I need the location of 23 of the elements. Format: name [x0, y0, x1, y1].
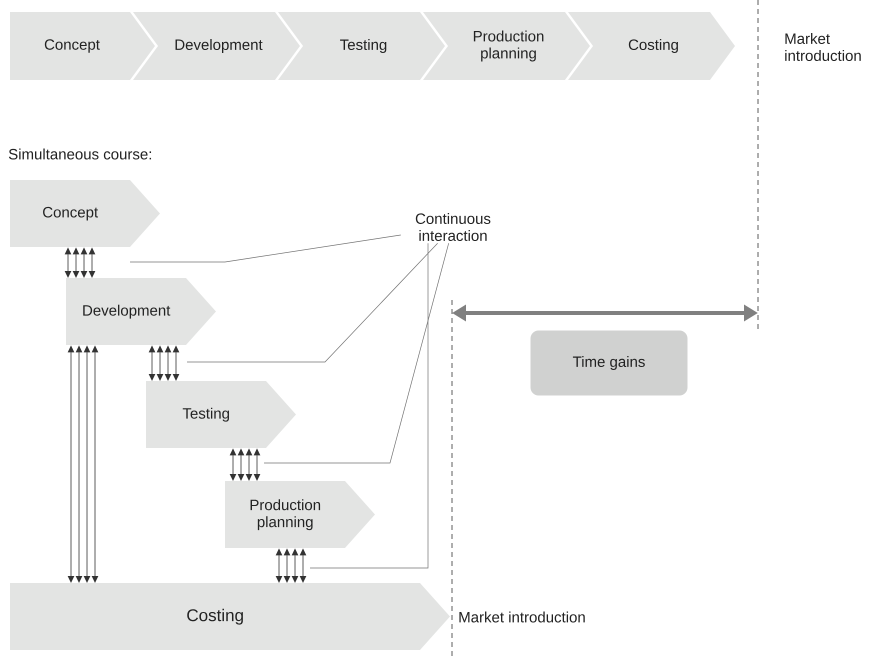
leader-line [310, 242, 428, 568]
text-label: Market introduction [785, 33, 861, 61]
arrow-box: Production planning [225, 481, 375, 548]
arrow-box: Development [66, 278, 216, 345]
chevron-box: Development [133, 12, 300, 80]
arrow-box: Costing [10, 583, 450, 650]
leader-line [130, 234, 402, 262]
arrow-box: Concept [10, 180, 160, 247]
text-label: Simultaneous course: [8, 148, 152, 160]
chevron-box: Production planning [423, 12, 590, 80]
node-label: Production planning [474, 30, 544, 62]
node-label: Concept [44, 39, 100, 53]
callout-text: Continuous interaction [416, 213, 490, 241]
leader-line [186, 242, 438, 362]
rounded-box: Time gains [530, 330, 688, 396]
node-label: Testing [340, 39, 386, 53]
chevron-box: Testing [278, 12, 445, 80]
node-label: Costing [628, 39, 678, 53]
chevron-box: Concept [10, 12, 155, 80]
node-label: Development [176, 39, 263, 53]
arrow-box: Testing [146, 381, 296, 448]
leader-line [264, 242, 450, 464]
chevron-box: Costing [568, 12, 735, 80]
